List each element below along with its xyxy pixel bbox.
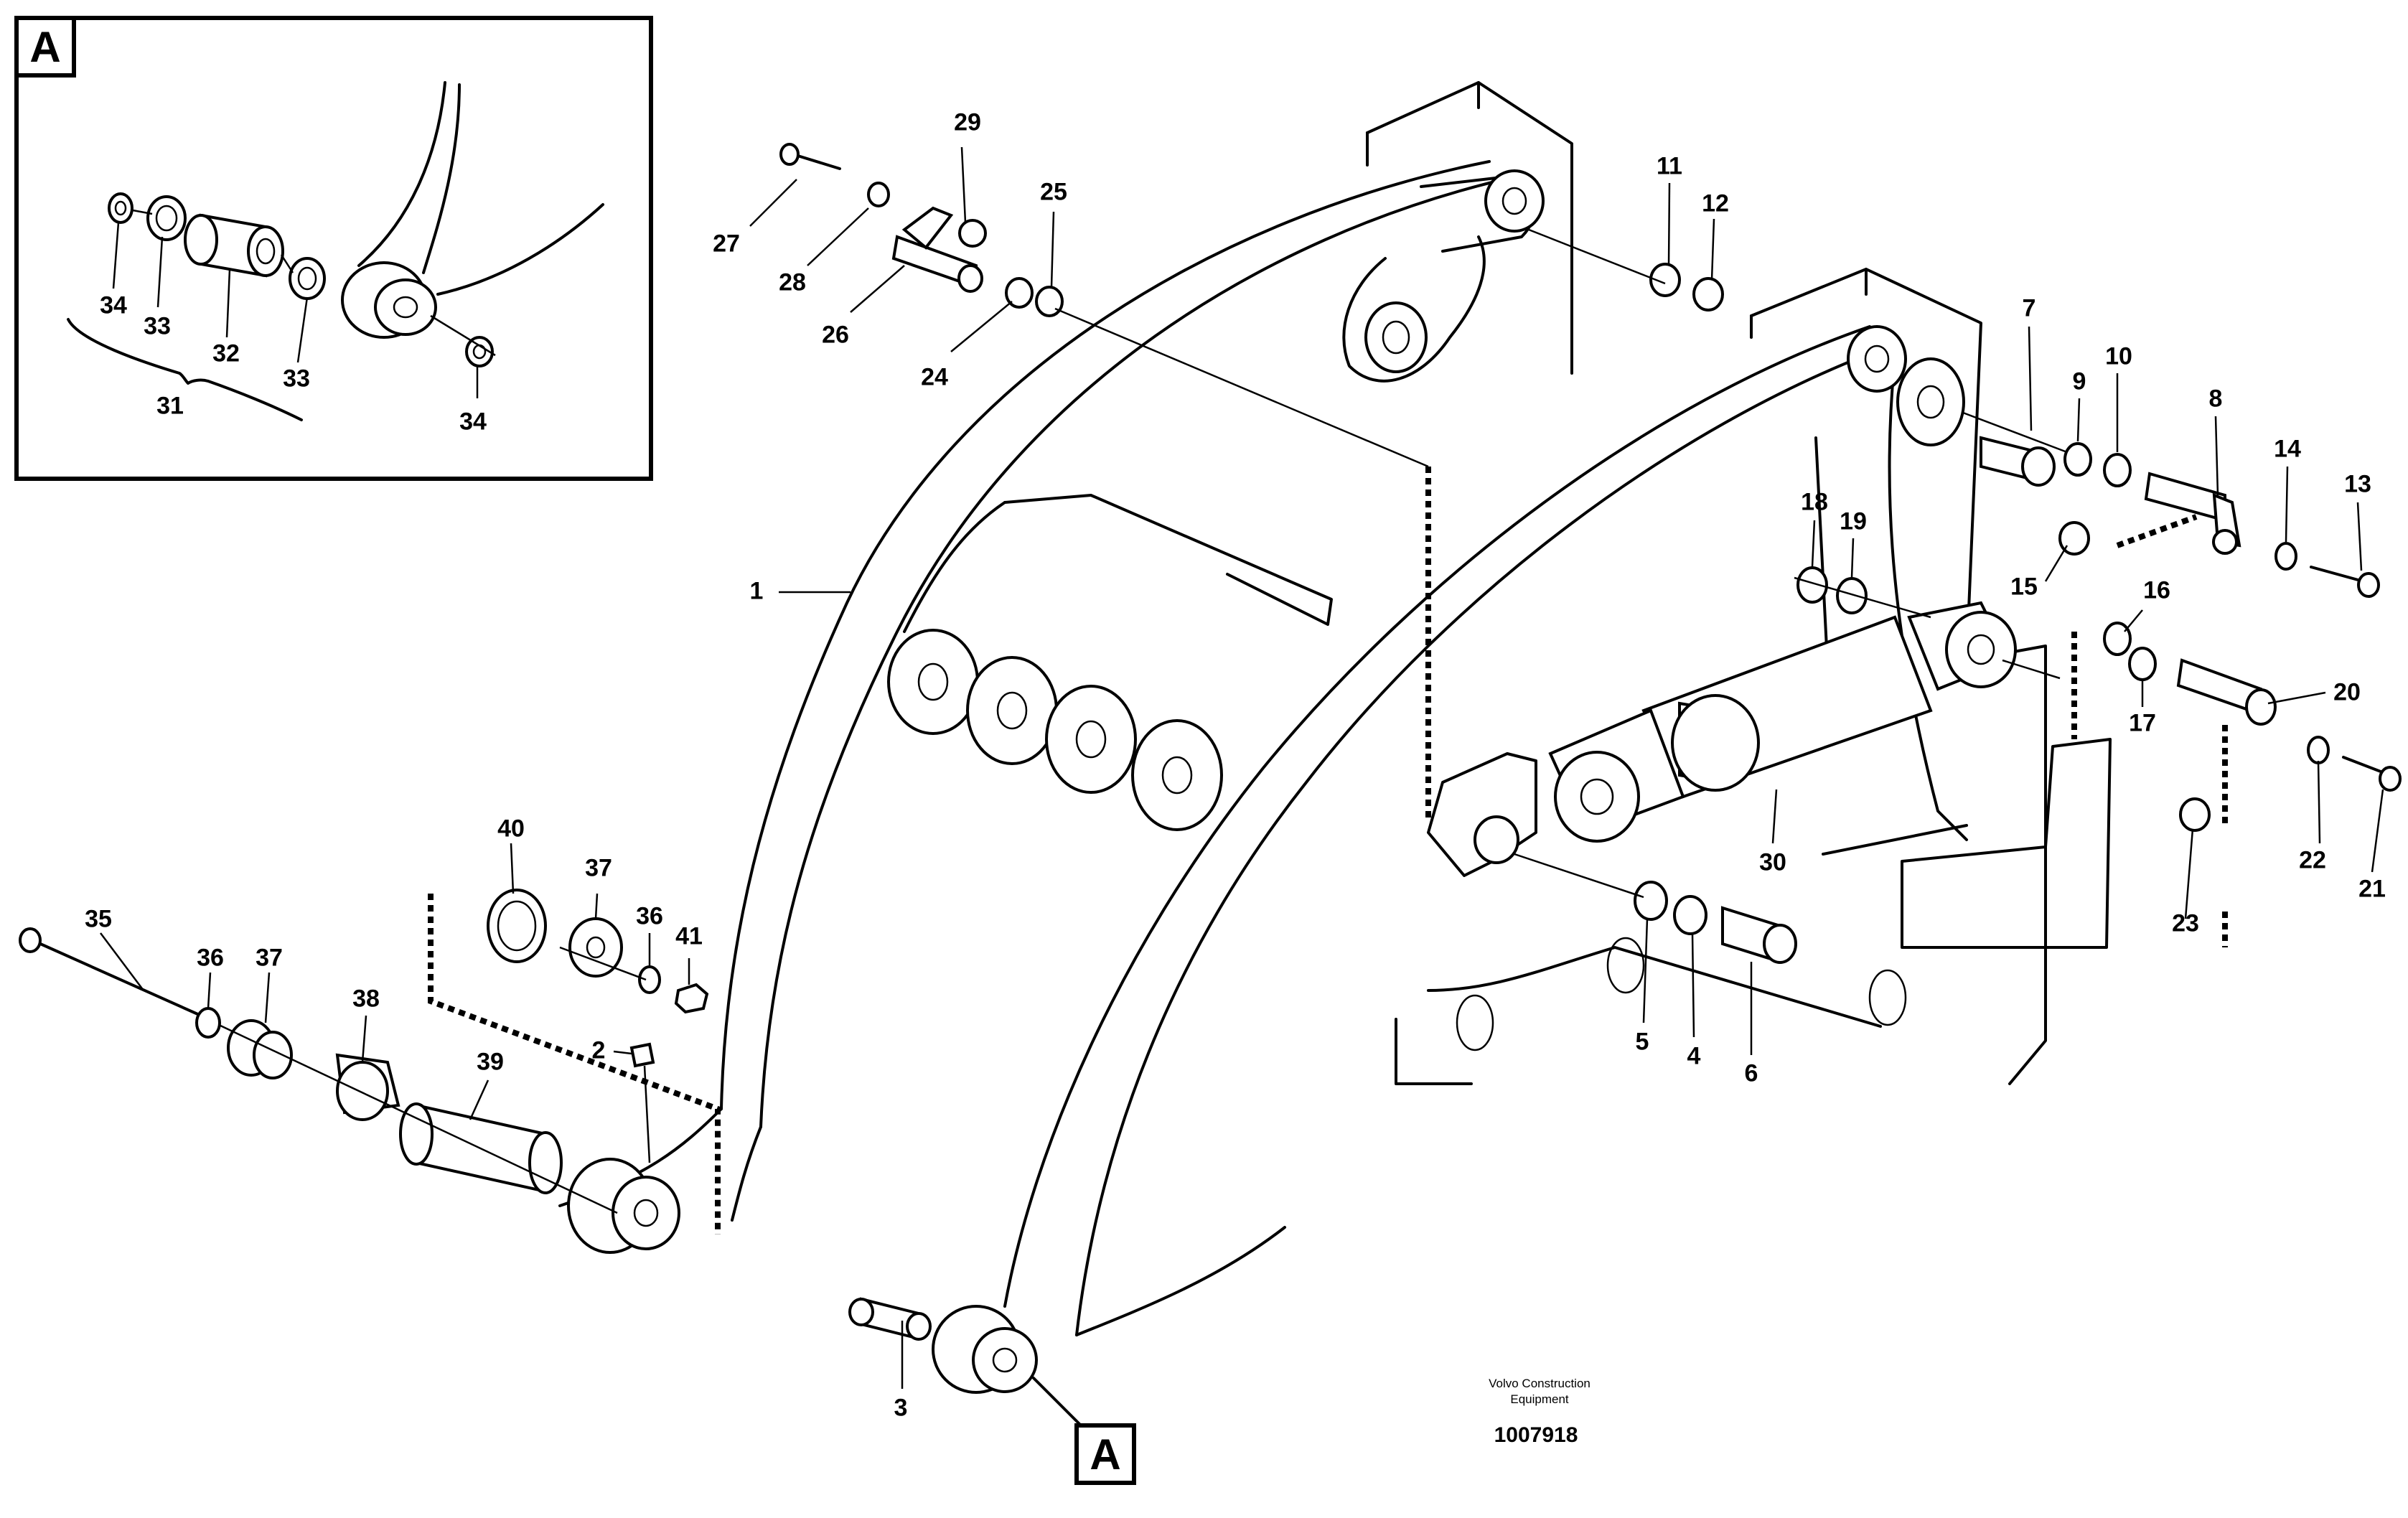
callout-38: 38 (352, 985, 380, 1013)
callout-29: 29 (954, 108, 981, 136)
callout-39: 39 (477, 1048, 504, 1076)
callout-12: 12 (1702, 189, 1729, 217)
callout-11: 11 (1657, 152, 1682, 180)
callout-30: 30 (1759, 848, 1786, 876)
callout-1: 1 (749, 577, 764, 605)
brand-line-2: Equipment (1510, 1392, 1569, 1406)
callout-23: 23 (2172, 909, 2199, 937)
callout-35: 35 (85, 905, 112, 933)
callout-28: 28 (779, 268, 806, 296)
callout-2: 2 (591, 1036, 606, 1064)
detail-callout-32: 32 (212, 339, 240, 367)
detail-a-frame (14, 16, 653, 481)
callout-6: 6 (1744, 1059, 1758, 1087)
brand-line-1: Volvo Construction (1489, 1377, 1591, 1390)
callout-10: 10 (2105, 342, 2132, 370)
callout-41: 41 (675, 922, 703, 950)
callout-19: 19 (1840, 507, 1867, 535)
callout-3: 3 (894, 1394, 908, 1422)
brand-caption: Volvo Construction Equipment (1489, 1376, 1591, 1407)
callout-5: 5 (1635, 1028, 1649, 1056)
hardware-parts (19, 143, 2402, 1430)
callout-21: 21 (2358, 875, 2386, 903)
detail-callout-33-left: 33 (144, 312, 171, 340)
detail-a-tag: A (14, 16, 76, 78)
callout-40: 40 (497, 815, 525, 843)
callout-18: 18 (1801, 488, 1828, 516)
callout-26: 26 (822, 321, 849, 349)
view-a-reference-tag: A (1074, 1423, 1136, 1485)
callout-13: 13 (2344, 470, 2371, 498)
callout-24: 24 (921, 363, 948, 391)
callout-17: 17 (2129, 709, 2156, 737)
lift-arm-frame (558, 81, 2228, 1336)
callout-15: 15 (2010, 573, 2038, 601)
callout-36-upper: 36 (636, 902, 663, 930)
detail-a-drawing (67, 81, 604, 421)
callout-9: 9 (2072, 367, 2086, 395)
callout-8: 8 (2208, 385, 2223, 413)
callout-22: 22 (2299, 846, 2326, 874)
detail-callout-34-left: 34 (100, 291, 127, 319)
callout-14: 14 (2274, 435, 2301, 463)
callout-25: 25 (1040, 178, 1067, 206)
callout-37-upper: 37 (585, 854, 612, 882)
callout-16: 16 (2143, 576, 2170, 604)
callout-27: 27 (713, 230, 740, 258)
tilt-cylinder (1548, 601, 2061, 843)
detail-callout-34-right: 34 (459, 408, 487, 436)
callout-4: 4 (1687, 1042, 1701, 1070)
drawing-number: 1007918 (1494, 1423, 1578, 1447)
detail-callout-33-right: 33 (283, 365, 310, 393)
callout-36-left: 36 (197, 944, 224, 972)
callout-20: 20 (2333, 678, 2361, 706)
detail-callout-31: 31 (156, 392, 184, 420)
callout-37-left: 37 (256, 944, 283, 972)
callout-7: 7 (2022, 294, 2036, 322)
